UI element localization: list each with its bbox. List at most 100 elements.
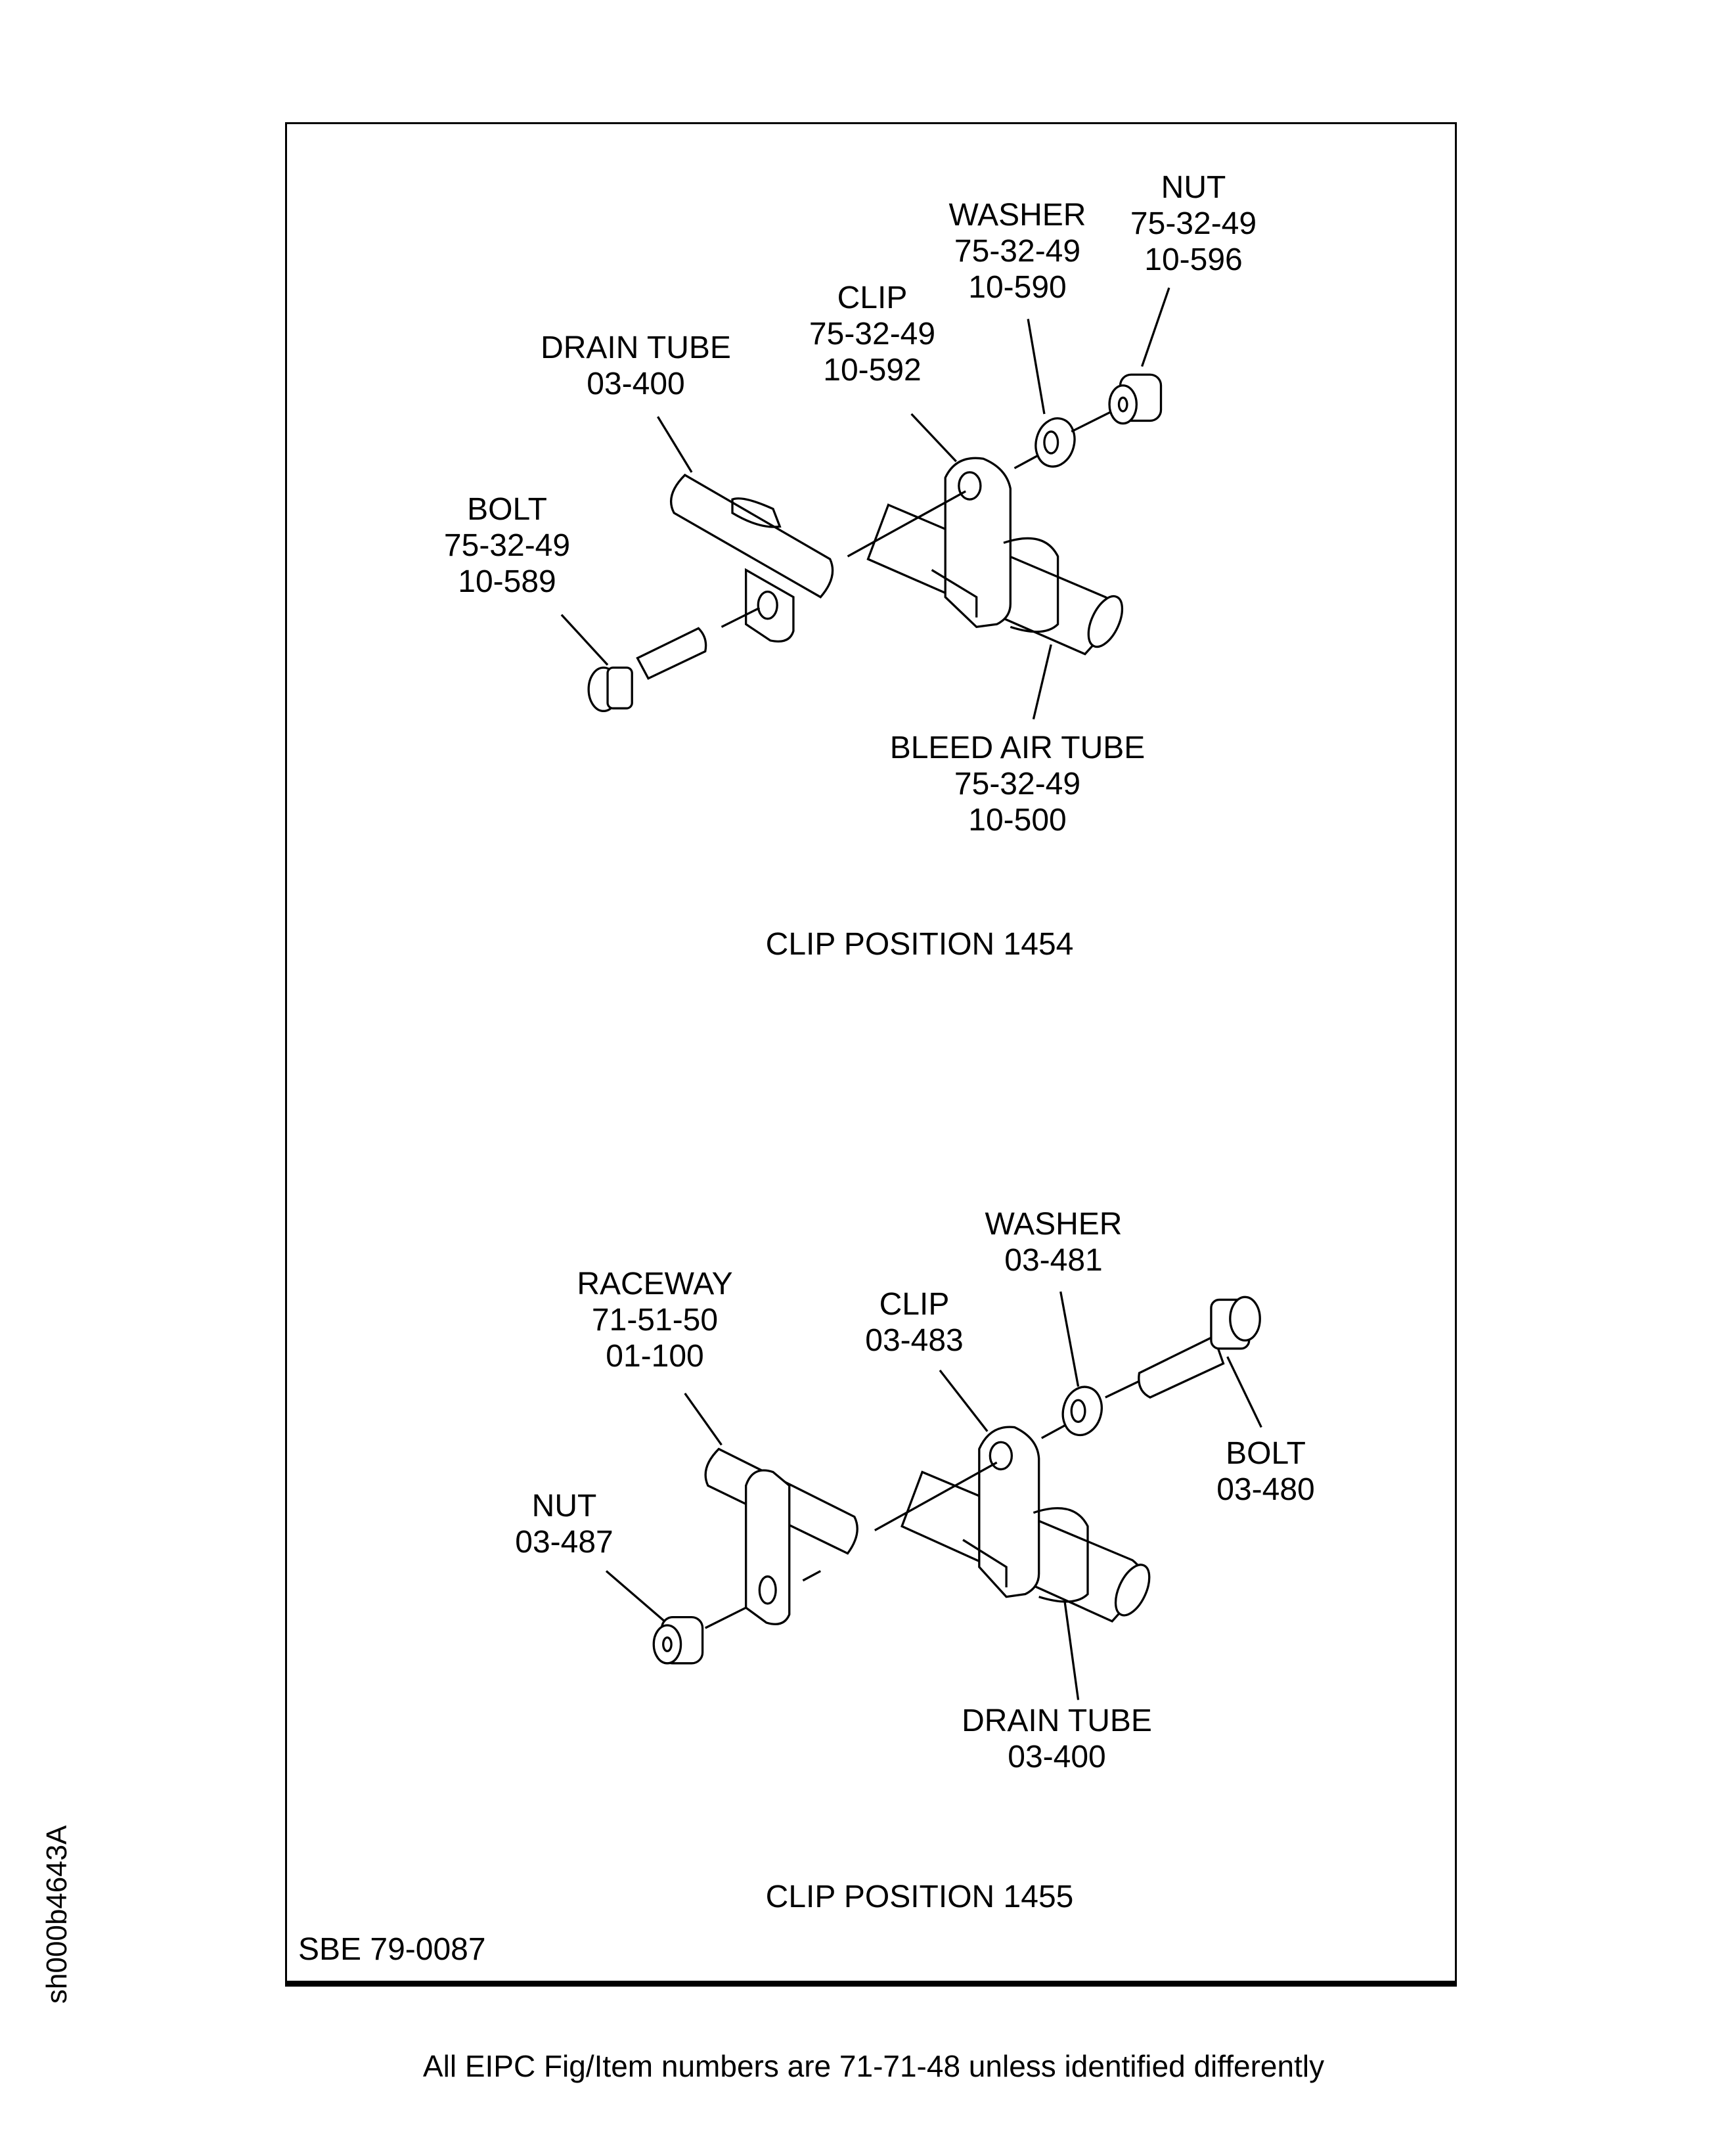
reference-number: SBE 79-0087	[298, 1932, 486, 1967]
top-assembly	[560, 287, 1170, 720]
nut-stroke	[652, 1624, 682, 1665]
figure-frame	[285, 122, 1457, 1987]
bolt-stroke	[1229, 1296, 1261, 1342]
label-bottom-nut: NUT 03-487	[515, 1488, 613, 1560]
label-line: 75-32-49	[443, 528, 571, 563]
nut	[652, 1615, 704, 1665]
clip-stroke	[962, 1539, 1008, 1588]
bolt	[1138, 1296, 1261, 1399]
axis-lines	[704, 1461, 998, 1629]
bolt-axis	[721, 606, 761, 628]
leader-drain-tube	[657, 416, 693, 473]
axis-lines-stroke	[704, 1606, 747, 1629]
label-line: 75-32-49	[1130, 206, 1257, 241]
clip-stroke	[978, 1426, 1040, 1598]
leader-bleed-air-tube	[1032, 644, 1052, 720]
label-line: 03-483	[865, 1323, 964, 1358]
label-line: 03-480	[1216, 1472, 1315, 1507]
label-top-drain-tube: DRAIN TUBE 03-400	[541, 330, 731, 402]
clip-stroke	[1003, 537, 1059, 633]
label-line: 10-589	[458, 564, 556, 599]
raceway-stroke	[758, 1575, 777, 1605]
clip	[962, 1426, 1089, 1603]
label-line: WASHER	[948, 198, 1086, 233]
bleed-air-tube-stroke	[1087, 595, 1124, 648]
leader-raceway	[684, 1392, 723, 1446]
label-line: BLEED AIR TUBE	[889, 731, 1146, 765]
label-line: 71-51-50	[591, 1303, 719, 1338]
bolt	[587, 490, 966, 712]
label-line: BOLT	[1226, 1436, 1306, 1471]
leader-drain-tube	[1063, 1600, 1080, 1700]
leader-lines	[605, 1291, 1262, 1700]
label-line: BOLT	[467, 492, 547, 527]
label-line: 03-400	[1008, 1740, 1106, 1774]
label-line: RACEWAY	[577, 1267, 733, 1301]
clip	[931, 457, 1059, 633]
clip-stroke	[989, 1441, 1013, 1471]
leader-washer	[1027, 319, 1046, 415]
leader-nut	[605, 1570, 665, 1623]
drain-tube	[669, 473, 834, 643]
raceway-stroke	[745, 1469, 791, 1625]
drain-tube-stroke	[745, 568, 795, 643]
axis-lines-stroke	[802, 1569, 822, 1582]
label-line: DRAIN TUBE	[541, 330, 731, 365]
washer-stroke	[1043, 430, 1059, 455]
label-top-bleed-air-tube: BLEED AIR TUBE 75-32-49 10-500	[890, 730, 1146, 838]
label-bottom-bolt: BOLT 03-480	[1216, 1435, 1314, 1508]
raceway	[704, 1447, 858, 1625]
nut-stroke	[1117, 396, 1128, 413]
leader-bolt	[1226, 1356, 1262, 1428]
label-line: 75-32-49	[809, 317, 936, 351]
leader-clip	[910, 413, 957, 462]
leader-nut	[1141, 287, 1170, 367]
drain-tube-stroke	[731, 497, 782, 528]
clip-axis	[847, 490, 966, 558]
leader-washer	[1059, 1291, 1080, 1387]
clip-stroke	[944, 457, 1012, 629]
footer-note: All EIPC Fig/Item numbers are 71-71-48 u…	[422, 2049, 1325, 2083]
leader-bolt	[560, 614, 609, 666]
label-line: 10-590	[968, 270, 1067, 305]
washer	[1041, 1380, 1140, 1439]
drain-tube-stroke	[1114, 1564, 1151, 1617]
label-line: 01-100	[606, 1339, 704, 1374]
drain-tube-stroke	[757, 590, 778, 620]
label-line: NUT	[1161, 170, 1226, 205]
label-top-washer: WASHER 75-32-49 10-590	[949, 197, 1086, 305]
label-line: 03-400	[587, 367, 685, 401]
caption-clip-position-1455: CLIP POSITION 1455	[765, 1880, 1074, 1914]
label-bottom-clip: CLIP 03-483	[865, 1286, 963, 1359]
label-bottom-raceway: RACEWAY 71-51-50 01-100	[577, 1266, 732, 1374]
axis-lines-stroke	[874, 1461, 998, 1531]
nut-stroke	[662, 1636, 673, 1652]
label-line: CLIP	[879, 1287, 950, 1322]
washer-stroke	[1071, 409, 1116, 433]
label-top-nut: NUT 75-32-49 10-596	[1130, 169, 1257, 278]
bolt-stroke	[1138, 1334, 1225, 1399]
label-line: DRAIN TUBE	[962, 1703, 1152, 1738]
drain-tube-stroke	[669, 473, 834, 598]
bolt-stroke	[606, 666, 633, 710]
label-line: 75-32-49	[954, 767, 1081, 801]
label-top-bolt: BOLT 75-32-49 10-589	[444, 491, 570, 600]
label-line: 03-487	[515, 1525, 613, 1560]
nut	[1108, 373, 1163, 425]
bolt-stroke	[636, 627, 707, 680]
washer-stroke	[1061, 1386, 1103, 1437]
label-bottom-washer: WASHER 03-481	[985, 1206, 1123, 1278]
nut-stroke	[1108, 384, 1138, 425]
label-line: CLIP	[837, 281, 908, 315]
drawing-id: sh000b4643A	[41, 1825, 73, 2004]
label-bottom-drain-tube: DRAIN TUBE 03-400	[962, 1703, 1152, 1775]
washer	[1013, 409, 1116, 470]
label-line: NUT	[531, 1489, 597, 1523]
label-line: 03-481	[1004, 1243, 1103, 1278]
clip-stroke	[1033, 1507, 1089, 1603]
caption-clip-position-1454: CLIP POSITION 1454	[765, 927, 1074, 962]
label-line: 75-32-49	[954, 234, 1081, 269]
leader-clip	[939, 1369, 989, 1432]
leader-lines	[560, 287, 1170, 720]
